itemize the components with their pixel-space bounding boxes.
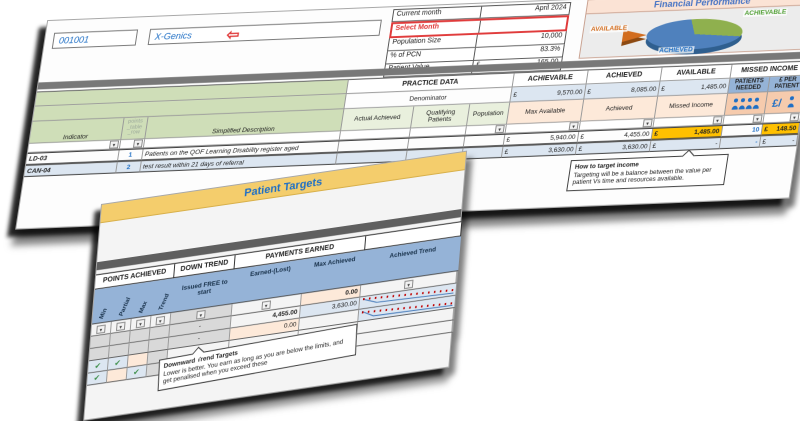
qualifying-header: Qualifying Patients: [410, 104, 471, 129]
population-header: Population: [466, 102, 511, 127]
filter-dropdown-icon[interactable]: ▼: [135, 318, 146, 328]
pound-per-patient-icon-cell: £/: [764, 90, 800, 115]
select-month-label: Select Month: [391, 20, 482, 37]
practice-name-field[interactable]: X-Genics: [147, 19, 382, 46]
filter-dropdown-icon[interactable]: ▼: [96, 324, 106, 334]
max-column-header: Max: [138, 300, 150, 314]
select-month-arrow-icon: ⇦: [225, 26, 241, 44]
patients-needed-cell: 10: [721, 124, 764, 138]
filter-dropdown-icon[interactable]: ▼: [789, 112, 800, 122]
population-filter-cell: ▼: [465, 124, 507, 136]
max-available-header: Max Available: [506, 99, 585, 125]
check-icon: ✔: [93, 372, 101, 383]
select-month-input[interactable]: [479, 17, 567, 33]
per-patient-cell: £ 148.50: [761, 122, 800, 136]
per-patient-filter-cell: ▼: [763, 112, 800, 124]
population-cell: [463, 134, 506, 148]
filter-dropdown-icon[interactable]: ▼: [642, 118, 653, 128]
achieved-value: 3,630.00: [621, 142, 649, 151]
achieved-value: 4,455.00: [623, 130, 650, 139]
filter-dropdown-icon[interactable]: ▼: [116, 321, 126, 331]
indicator-cell: CAN-04: [24, 162, 118, 178]
missed-income-subheader: Missed Income: [654, 93, 729, 119]
max-available-cell: £ 3,630.00: [501, 143, 578, 158]
pound-per-patient-icon: £/: [771, 96, 794, 109]
qualifying-cell: [407, 136, 466, 150]
filter-dropdown-icon[interactable]: ▼: [155, 315, 166, 325]
sparkline-chart: [362, 289, 454, 303]
targets-table: POINTS ACHIEVED DOWN TREND PAYMENTS EARN…: [87, 221, 463, 386]
sparkline-chart: [361, 302, 453, 317]
svg-text:£/: £/: [771, 98, 782, 109]
patients-filter-cell: ▼: [723, 114, 765, 126]
financial-sheet: 001001 X-Genics Current month April 2024…: [15, 0, 800, 230]
filter-dropdown-icon[interactable]: ▼: [196, 309, 206, 319]
patients-icon: [731, 97, 759, 110]
qof-table: PRACTICE DATA ACHIEVABLE ACHIEVED AVAILA…: [24, 60, 800, 178]
filter-dropdown-icon[interactable]: ▼: [494, 124, 505, 134]
population-cell: [461, 146, 504, 160]
per-patient-value: 148.50: [775, 124, 797, 133]
check-icon: ✔: [94, 360, 102, 371]
points-cell: 2: [116, 161, 142, 174]
filter-dropdown-icon[interactable]: ▼: [132, 139, 144, 148]
trend-column-header: Trend: [158, 293, 171, 312]
max-available-value: 3,630.00: [547, 145, 575, 154]
filter-dropdown-icon[interactable]: ▼: [403, 279, 414, 289]
missed-income-value: 1,485.00: [693, 127, 720, 136]
points-filter-cell: ▼: [119, 139, 146, 150]
max-check-cell: ✔: [126, 364, 148, 381]
check-icon: ✔: [114, 357, 122, 368]
practice-code-field[interactable]: 001001: [51, 29, 139, 49]
missed-income-cell: £ -: [649, 138, 722, 153]
targets-row[interactable]: - 4,455.00 3,630.00: [90, 283, 458, 350]
filter-dropdown-icon[interactable]: ▼: [108, 140, 120, 149]
min-check-cell: ✔: [87, 370, 108, 386]
filter-dropdown-icon[interactable]: ▼: [568, 121, 579, 131]
min-column-header: Min: [98, 307, 109, 320]
patients-needed-cell: -: [719, 136, 762, 150]
achieved-cell: £ 3,630.00: [575, 140, 652, 155]
points-cell: 1: [117, 149, 144, 162]
total-achieved-value: 8,085.00: [630, 85, 657, 94]
achieved-trend-sparkline: [359, 283, 458, 310]
pie-label-achieved: ACHIEVED: [657, 46, 695, 55]
achieved-trend-sparkline: [358, 295, 457, 323]
actual-achieved-header: Actual Achieved: [340, 106, 415, 132]
per-patient-value: -: [791, 136, 795, 144]
table-subheader-row: Indicator points _table _row Simplified …: [29, 90, 800, 144]
patients-icon-cell: [724, 92, 769, 116]
achieved-subheader: Achieved: [580, 96, 659, 122]
total-achievable-value: 9,570.00: [556, 88, 583, 97]
max-available-value: 5,940.00: [549, 133, 577, 142]
per-patient-header: £ PER PATIENT: [768, 75, 800, 93]
issued-free-header: Issued FREE to start: [181, 278, 228, 298]
per-patient-cell: £ -: [759, 135, 799, 148]
max-achieved-header: Max Achieved: [313, 255, 356, 269]
partial-check-cell: [106, 367, 128, 384]
missed-income-value: -: [714, 139, 719, 147]
filter-dropdown-icon[interactable]: ▼: [752, 114, 763, 123]
check-icon: ✔: [132, 366, 141, 377]
filter-dropdown-icon[interactable]: ▼: [712, 116, 723, 125]
target-income-note: How to target income Targeting will be a…: [566, 149, 729, 191]
patient-targets-sheet: Patient Targets POINTS ACHIEVED DOWN TRE…: [83, 150, 468, 421]
patients-needed-header: PATIENTS NEEDED: [728, 77, 771, 94]
filter-dropdown-icon[interactable]: ▼: [261, 299, 272, 310]
partial-column-header: Partial: [118, 296, 133, 317]
financial-performance-panel: Financial Performance ACHIEVABLE AVAILAB…: [578, 0, 800, 59]
total-available-value: 1,485.00: [700, 82, 727, 91]
pie-chart: ACHIEVABLE AVAILABLE ACHIEVED: [579, 5, 800, 58]
targets-row[interactable]: - 0.00: [89, 295, 457, 362]
pie-label-achievable: ACHIEVABLE: [742, 8, 788, 18]
